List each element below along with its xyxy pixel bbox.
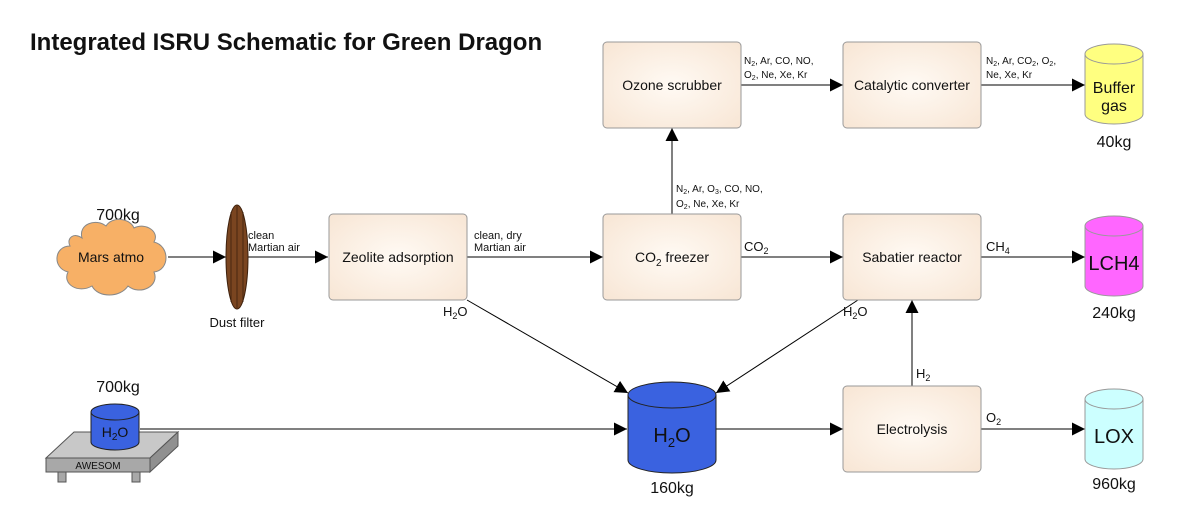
flow-label-converter-gases-2: Ne, Xe, Kr (986, 70, 1033, 81)
co2-freezer-label: CO2 freezer (635, 249, 709, 269)
h2o-tank-label: H2O (653, 425, 690, 450)
awesom-tank-label: H2O (102, 424, 129, 443)
flow-label-h2o-sabatier: H2O (843, 304, 868, 321)
h2o-tank-mass: 160kg (650, 480, 694, 497)
zeolite-label: Zeolite adsorption (342, 249, 453, 265)
buffer-gas-label-2: gas (1101, 98, 1127, 115)
flow-label-clean-air-1: clean (248, 230, 274, 242)
awesom-node: 700kg AWESOM H2O (44, 379, 180, 483)
flow-label-dry-air-1: clean, dry (474, 230, 522, 242)
zeolite-box: Zeolite adsorption (328, 213, 468, 301)
electrolysis-box: Electrolysis (842, 385, 982, 473)
lox-label: LOX (1094, 426, 1134, 448)
h2o-central-tank: H2O 160kg (627, 381, 717, 497)
lch4-label: LCH4 (1088, 253, 1139, 275)
mars-atmo-mass: 700kg (96, 207, 140, 224)
flow-label-o2: O2 (986, 410, 1001, 427)
lox-tank: LOX 960kg (1084, 388, 1144, 493)
catalytic-converter-box: Catalytic converter (842, 41, 982, 129)
flow-label-ch4: CH4 (986, 239, 1010, 256)
lch4-mass: 240kg (1092, 305, 1136, 322)
flow-label-converter-gases-1: N2, Ar, CO2, O2, (986, 56, 1056, 68)
lch4-tank: LCH4 240kg (1084, 215, 1144, 322)
flow-label-co2: CO2 (744, 239, 769, 256)
mars-atmo-node: 700kg Mars atmo (56, 207, 167, 296)
flow-label-h2: H2 (916, 366, 930, 383)
co2-freezer-box: CO2 freezer (602, 213, 742, 301)
arrow-sabatier-to-h2o (715, 299, 859, 394)
flow-label-clean-air-2: Martian air (248, 242, 300, 254)
flow-arrows (140, 78, 1085, 436)
awesom-mass: 700kg (96, 379, 140, 396)
sabatier-reactor-label: Sabatier reactor (862, 249, 962, 265)
ozone-scrubber-box: Ozone scrubber (602, 41, 742, 129)
flow-label-freezer-gases-2: O2, Ne, Xe, Kr (676, 199, 740, 211)
page-title: Integrated ISRU Schematic for Green Drag… (30, 29, 542, 56)
flow-label-scrubber-gases-2: O2, Ne, Xe, Kr (744, 70, 808, 82)
buffer-gas-mass: 40kg (1097, 134, 1132, 151)
dust-filter-node: Dust filter (210, 204, 266, 330)
arrow-zeolite-to-h2o (466, 299, 629, 394)
electrolysis-label: Electrolysis (877, 421, 948, 437)
catalytic-converter-label: Catalytic converter (854, 77, 970, 93)
flow-label-freezer-gases-1: N2, Ar, O3, CO, NO, (676, 184, 763, 196)
mars-atmo-cloud-shape (56, 219, 167, 296)
flow-label-scrubber-gases-1: N2, Ar, CO, NO, (744, 56, 814, 68)
awesom-label: AWESOM (75, 461, 120, 472)
lox-mass: 960kg (1092, 476, 1136, 493)
buffer-gas-tank: Buffer gas 40kg (1084, 43, 1144, 151)
ozone-scrubber-label: Ozone scrubber (622, 77, 722, 93)
flow-label-dry-air-2: Martian air (474, 242, 526, 254)
sabatier-reactor-box: Sabatier reactor (842, 213, 982, 301)
dust-filter-label: Dust filter (210, 315, 266, 330)
mars-atmo-label: Mars atmo (78, 249, 144, 265)
flow-label-h2o-zeolite: H2O (443, 304, 468, 321)
buffer-gas-label-1: Buffer (1093, 80, 1136, 97)
